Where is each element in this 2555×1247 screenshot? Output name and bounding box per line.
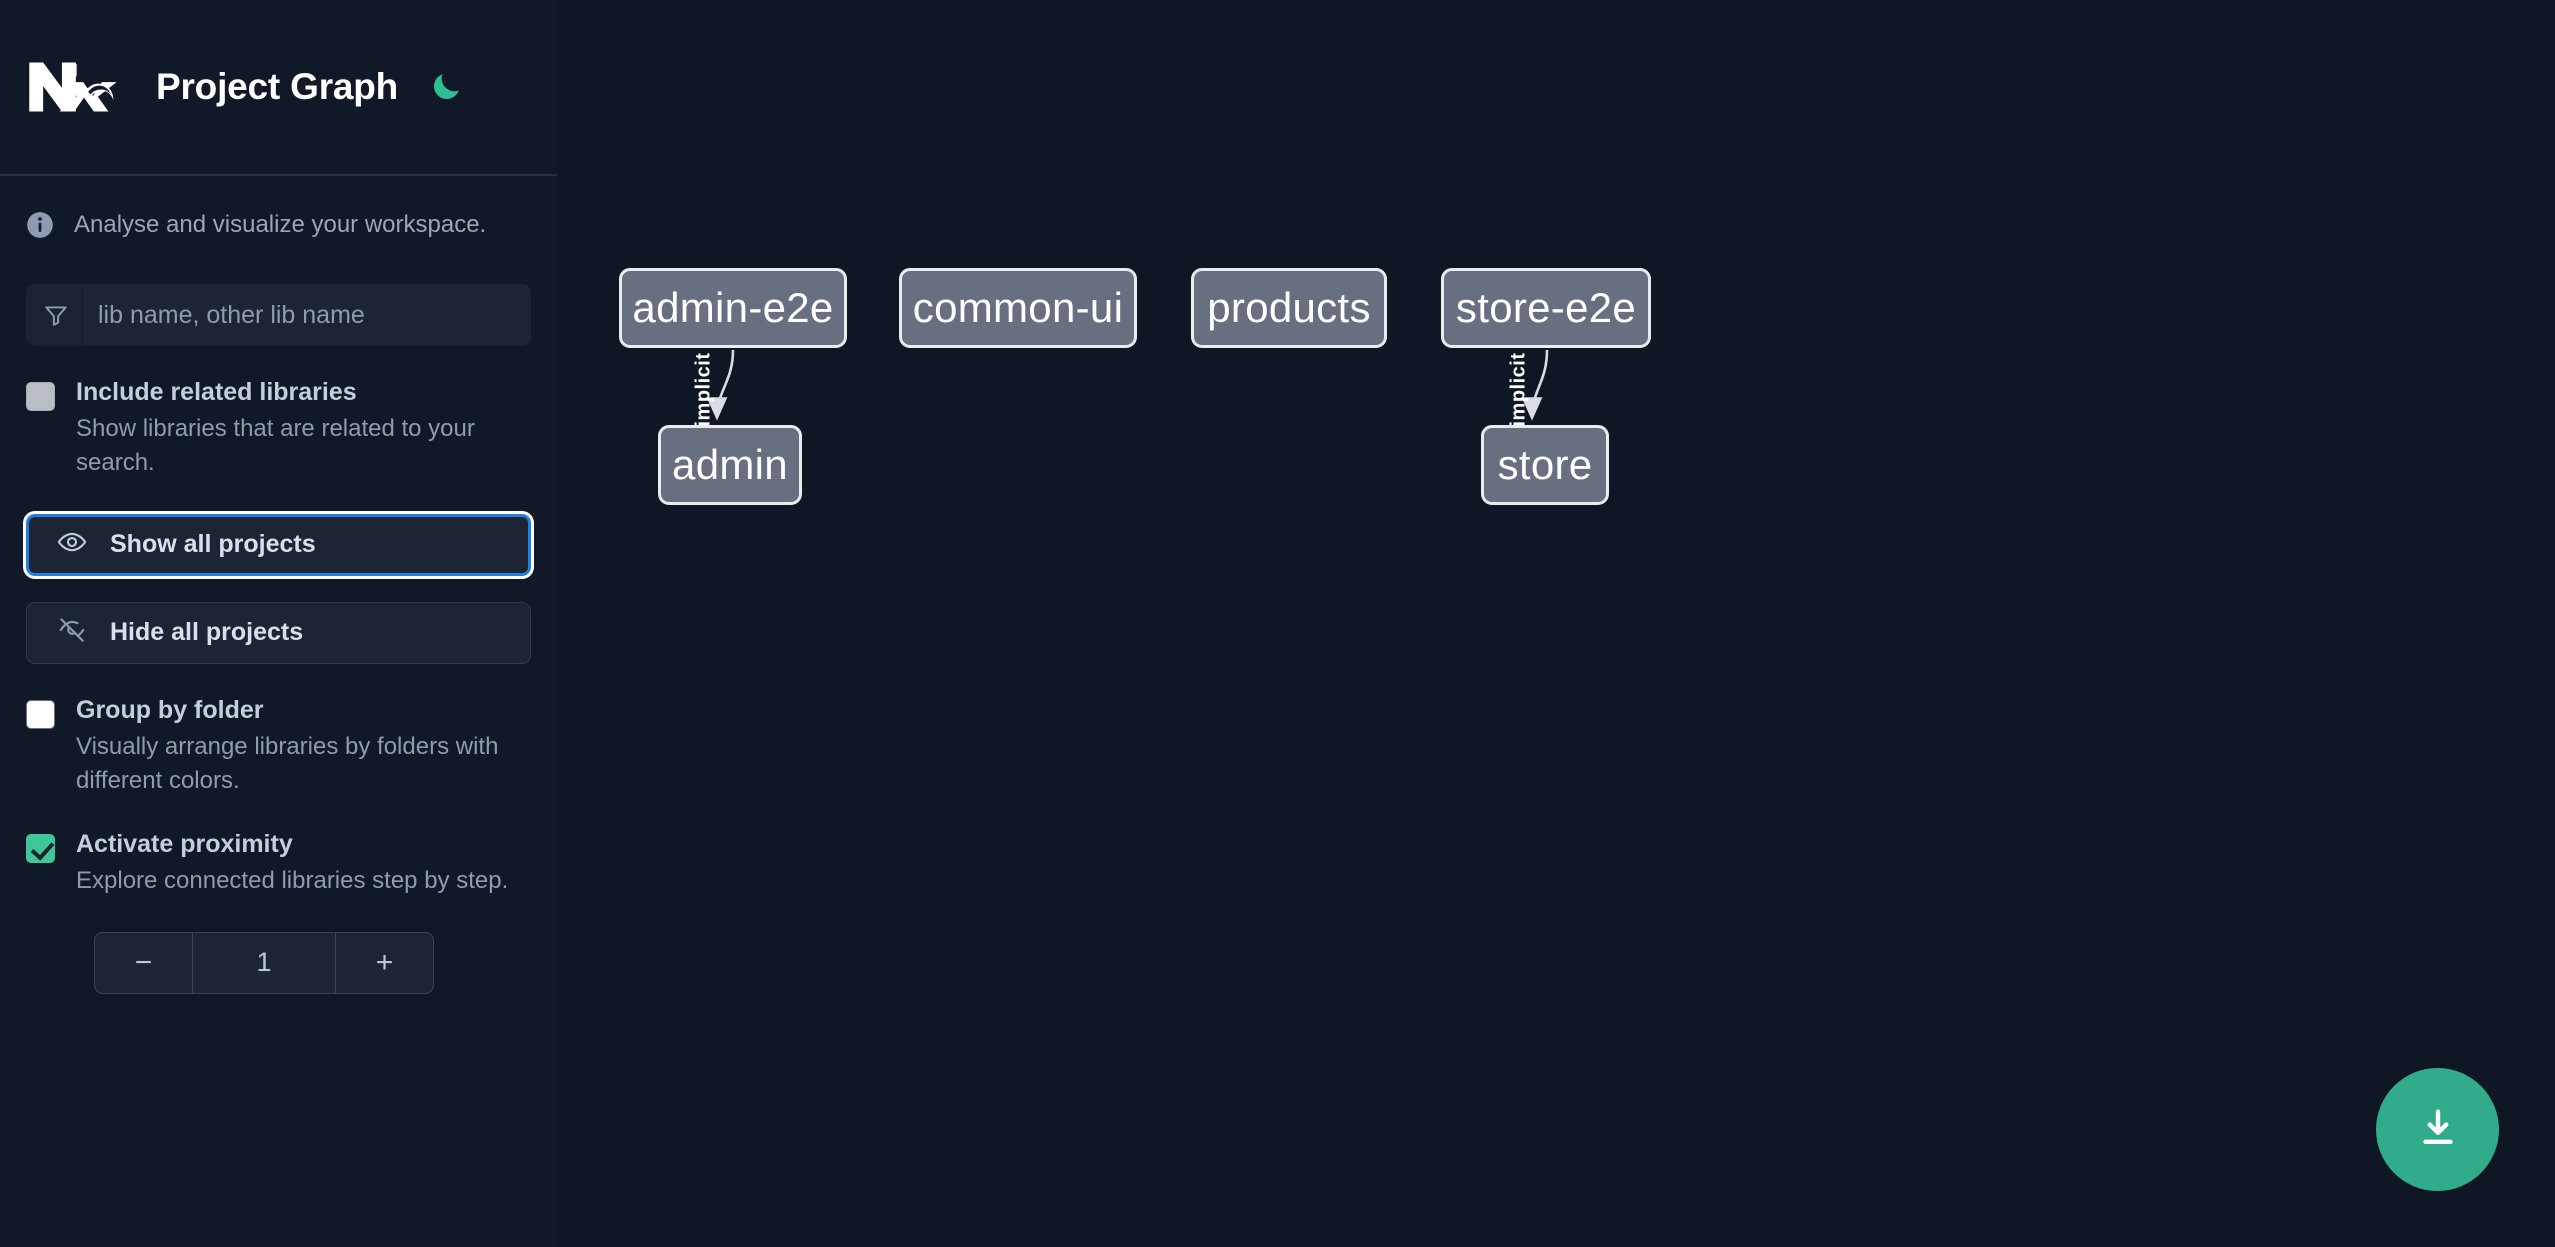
option-label: Group by folder xyxy=(76,695,264,724)
tagline-row: Analyse and visualize your workspace. xyxy=(26,176,531,274)
eye-slash-icon xyxy=(57,615,87,650)
proximity-stepper[interactable]: − 1 + xyxy=(94,931,434,994)
hide-all-projects-label: Hide all projects xyxy=(110,618,304,647)
stepper-decrement-button[interactable]: − xyxy=(95,932,193,993)
download-icon xyxy=(2415,1105,2461,1154)
show-all-projects-button[interactable]: Show all projects xyxy=(26,513,531,576)
project-visibility-buttons: Show all projects Hide all projects xyxy=(26,513,531,664)
sidebar-body: Analyse and visualize your workspace. In… xyxy=(0,176,557,994)
sidebar: Project Graph Analyse and visualize your… xyxy=(0,0,557,1247)
show-all-projects-label: Show all projects xyxy=(110,530,316,559)
download-image-button[interactable] xyxy=(2376,1068,2499,1191)
option-activate-proximity[interactable]: Activate proximity Explore connected lib… xyxy=(26,828,531,898)
option-include-related-libraries[interactable]: Include related libraries Show libraries… xyxy=(26,376,531,480)
graph-node-products[interactable]: products xyxy=(1191,268,1387,348)
funnel-icon xyxy=(26,284,86,346)
option-description: Visually arrange libraries by folders wi… xyxy=(76,732,499,794)
graph-canvas[interactable]: admin-e2e common-ui products store-e2e a… xyxy=(557,0,2555,1247)
checkbox-activate-proximity[interactable] xyxy=(26,833,55,863)
hide-all-projects-button[interactable]: Hide all projects xyxy=(26,601,531,664)
graph-edges xyxy=(706,349,1549,421)
checkbox-include-related-libraries[interactable] xyxy=(26,382,55,411)
graph-node-store-e2e[interactable]: store-e2e xyxy=(1441,268,1651,348)
option-texts: Include related libraries Show libraries… xyxy=(76,376,531,480)
graph-node-store[interactable]: store xyxy=(1481,425,1609,505)
graph-node-common-ui[interactable]: common-ui xyxy=(899,268,1137,348)
option-description: Show libraries that are related to your … xyxy=(76,414,475,476)
filter-field[interactable] xyxy=(26,284,531,346)
option-description: Explore connected libraries step by step… xyxy=(76,866,509,894)
option-label: Activate proximity xyxy=(76,829,293,858)
stepper-value: 1 xyxy=(193,932,335,993)
info-icon xyxy=(26,211,54,239)
graph-node-admin[interactable]: admin xyxy=(658,425,802,505)
eye-icon xyxy=(57,527,87,562)
option-texts: Group by folder Visually arrange librari… xyxy=(76,694,531,798)
moon-icon[interactable] xyxy=(426,67,466,107)
stepper-increment-button[interactable]: + xyxy=(335,932,433,993)
sidebar-header: Project Graph xyxy=(0,0,557,176)
page-title: Project Graph xyxy=(156,66,399,107)
edge-label-store-implicit: implicit xyxy=(1507,352,1530,427)
edge-admin-e2e-admin xyxy=(706,349,735,421)
edge-store-e2e-store xyxy=(1521,349,1549,421)
nx-logo xyxy=(26,56,124,118)
checkbox-group-by-folder[interactable] xyxy=(26,699,55,729)
option-texts: Activate proximity Explore connected lib… xyxy=(76,828,508,898)
option-group-by-folder[interactable]: Group by folder Visually arrange librari… xyxy=(26,694,531,798)
graph-node-admin-e2e[interactable]: admin-e2e xyxy=(619,268,847,348)
option-label: Include related libraries xyxy=(76,378,357,406)
tagline-text: Analyse and visualize your workspace. xyxy=(74,211,487,238)
search-input[interactable] xyxy=(86,284,531,346)
edge-label-admin-implicit: implicit xyxy=(692,352,715,427)
